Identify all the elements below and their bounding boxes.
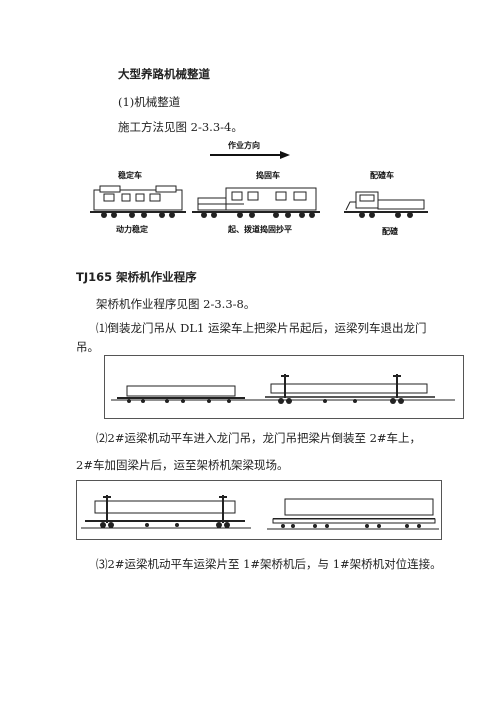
direction-label: 作业方向 [228, 141, 260, 150]
process-label-ballast: 配碴 [382, 227, 398, 236]
step-2-line-2: 2#车加固梁片后，运至架桥机架梁现场。 [76, 458, 289, 472]
tamper-machine [192, 187, 320, 218]
machines-drawing [90, 185, 428, 218]
crane-figure-2 [76, 480, 442, 540]
process-label-stabilize: 动力稳定 [116, 225, 148, 234]
step-2-line-1: ⑵2#运梁机动平车进入龙门吊，龙门吊把梁片倒装至 2#车上， [96, 431, 422, 445]
process-label-tamping: 起、拨道捣固抄平 [228, 225, 292, 234]
machine-label-tamper: 捣固车 [256, 171, 280, 180]
machine-label-stabilizer: 稳定车 [118, 171, 142, 180]
crane-drawing-1 [111, 374, 455, 404]
step-3: ⑶2#运梁机动平车运梁片至 1#架桥机后，与 1#架桥机对位连接。 [96, 557, 442, 571]
subheading: (1)机械整道 [118, 95, 181, 109]
crane-figure-1 [104, 355, 464, 419]
stabilizer-machine [90, 185, 186, 218]
step-1-line-1: ⑴倒装龙门吊从 DL1 运梁车上把梁片吊起后，运梁列车退出龙门 [96, 321, 427, 335]
direction-arrow-icon [210, 151, 290, 159]
paragraph: 架桥机作业程序见图 2-3.3-8。 [96, 297, 256, 311]
paragraph: 施工方法见图 2-3.3-4。 [118, 120, 243, 134]
section-heading: 大型养路机械整道 [118, 67, 210, 81]
step-1-line-2: 吊。 [76, 340, 99, 354]
section-heading: TJ165 架桥机作业程序 [76, 270, 197, 284]
track-machines-figure: 作业方向 稳定车 捣固车 配碴车 [80, 138, 440, 238]
regulator-machine [344, 191, 428, 218]
crane-drawing-2 [81, 495, 439, 530]
machine-label-regulator: 配碴车 [370, 171, 394, 180]
